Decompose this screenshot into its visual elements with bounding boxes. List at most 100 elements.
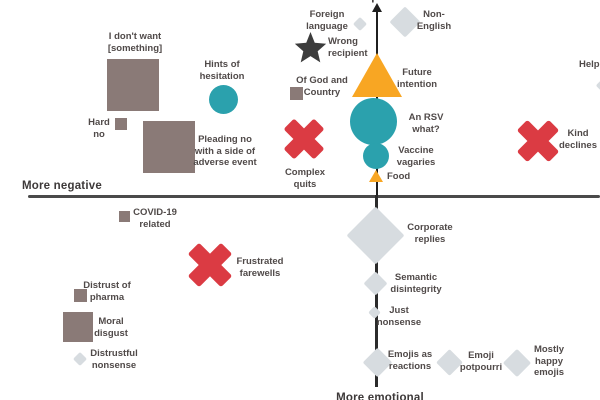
label-line: related — [139, 218, 171, 230]
label-line: Help — [579, 59, 600, 70]
label-line: Emoji — [468, 350, 494, 361]
label-line: Frustrated — [236, 256, 284, 267]
label-line: Hints of — [204, 59, 240, 70]
label-line: reactions — [388, 360, 432, 372]
point-help-diamond-shape — [595, 77, 600, 93]
label-line: quits — [293, 178, 317, 190]
point-hard-no-square-shape — [115, 118, 127, 130]
label-line: Corporate — [407, 222, 453, 233]
point-frustrated-farewells-x-shape — [187, 242, 233, 288]
label-line: language — [306, 20, 348, 32]
label-line: intention — [396, 78, 438, 90]
point-distrust-of-pharma-square-shape — [73, 288, 87, 302]
point-future-intention-triangle-shape — [352, 53, 402, 97]
label-food: Food — [387, 171, 410, 183]
label-line: nonsense — [376, 316, 422, 328]
point-hints-of-hesitation-circle-shape — [208, 84, 238, 114]
point-food-triangle-shape — [368, 170, 383, 182]
label-line: An RSV — [408, 112, 444, 123]
point-moral-disgust-square-shape — [63, 312, 93, 342]
point-wrong-recipient-star-shape — [294, 32, 327, 63]
label-line: Of God and — [296, 75, 348, 86]
point-complex-quits-x-shape — [283, 118, 325, 160]
label-line: replies — [414, 233, 446, 245]
label-line: I don't want — [108, 31, 162, 42]
label-line: what? — [412, 123, 440, 135]
label-line: Complex — [284, 167, 326, 178]
axis-label-more-practical: More practical — [340, 0, 421, 3]
horizontal-axis-line — [28, 195, 600, 198]
point-emoji-potpourri-diamond-shape — [435, 348, 463, 376]
label-line: Wrong — [328, 36, 358, 47]
point-distrustful-nonsense-diamond-shape — [72, 351, 88, 367]
label-line: adverse event — [193, 157, 257, 168]
label-line: Just — [389, 305, 409, 316]
point-covid-19-related-square-shape — [118, 210, 130, 222]
label-line: Moral — [98, 316, 124, 327]
label-line: happy — [535, 355, 563, 367]
label-line: Kind — [567, 128, 589, 139]
label-help: Help — [579, 59, 600, 71]
point-kind-declines-x-shape — [516, 119, 560, 163]
label-line: recipient — [328, 47, 368, 59]
axis-label-more-emotional: More emotional — [336, 392, 424, 400]
label-line: with a side of — [194, 145, 256, 157]
label-line: Future — [402, 67, 432, 78]
label-line: no — [93, 128, 105, 140]
label-line: nonsense — [91, 359, 137, 371]
point-semantic-disintegrity-diamond-shape — [362, 270, 388, 296]
point-an-rsv-what-circle-shape — [349, 97, 397, 145]
point-corporate-replies-diamond-shape — [346, 206, 404, 264]
label-i-dont-want-something: I don't want[something] — [108, 31, 162, 54]
label-line: Distrustful — [90, 348, 138, 359]
label-line: vagaries — [396, 156, 436, 168]
label-line: [something] — [107, 42, 163, 54]
label-line: pharma — [89, 291, 125, 303]
label-line: Emojis as — [387, 349, 433, 360]
label-line: disgust — [94, 327, 128, 339]
point-foreign-language-diamond-shape — [352, 16, 368, 32]
label-line: Semantic — [394, 272, 438, 283]
point-vaccine-vagaries-circle-shape — [363, 143, 389, 169]
label-line: declines — [558, 139, 598, 151]
label-line: Vaccine — [398, 145, 434, 156]
point-of-god-and-country-square-shape — [289, 86, 303, 100]
label-line: Mostly — [533, 344, 565, 355]
label-line: potpourri — [459, 361, 503, 373]
point-mostly-happy-emojis-diamond-shape — [502, 348, 532, 378]
label-line: Distrust of — [83, 280, 131, 291]
label-non-english: Non-English — [417, 9, 451, 32]
point-pleading-no-adverse-event-square-shape — [143, 121, 195, 173]
label-line: farewells — [239, 267, 281, 279]
label-line: COVID-19 — [133, 207, 177, 218]
vertical-axis-arrowhead-icon — [372, 3, 382, 12]
label-line: Food — [387, 171, 411, 182]
label-line: disintegrity — [390, 283, 442, 295]
label-line: English — [416, 20, 452, 32]
point-i-dont-want-something-square-shape — [107, 59, 159, 111]
label-line: emojis — [533, 367, 565, 378]
label-line: Pleading no — [198, 134, 252, 145]
